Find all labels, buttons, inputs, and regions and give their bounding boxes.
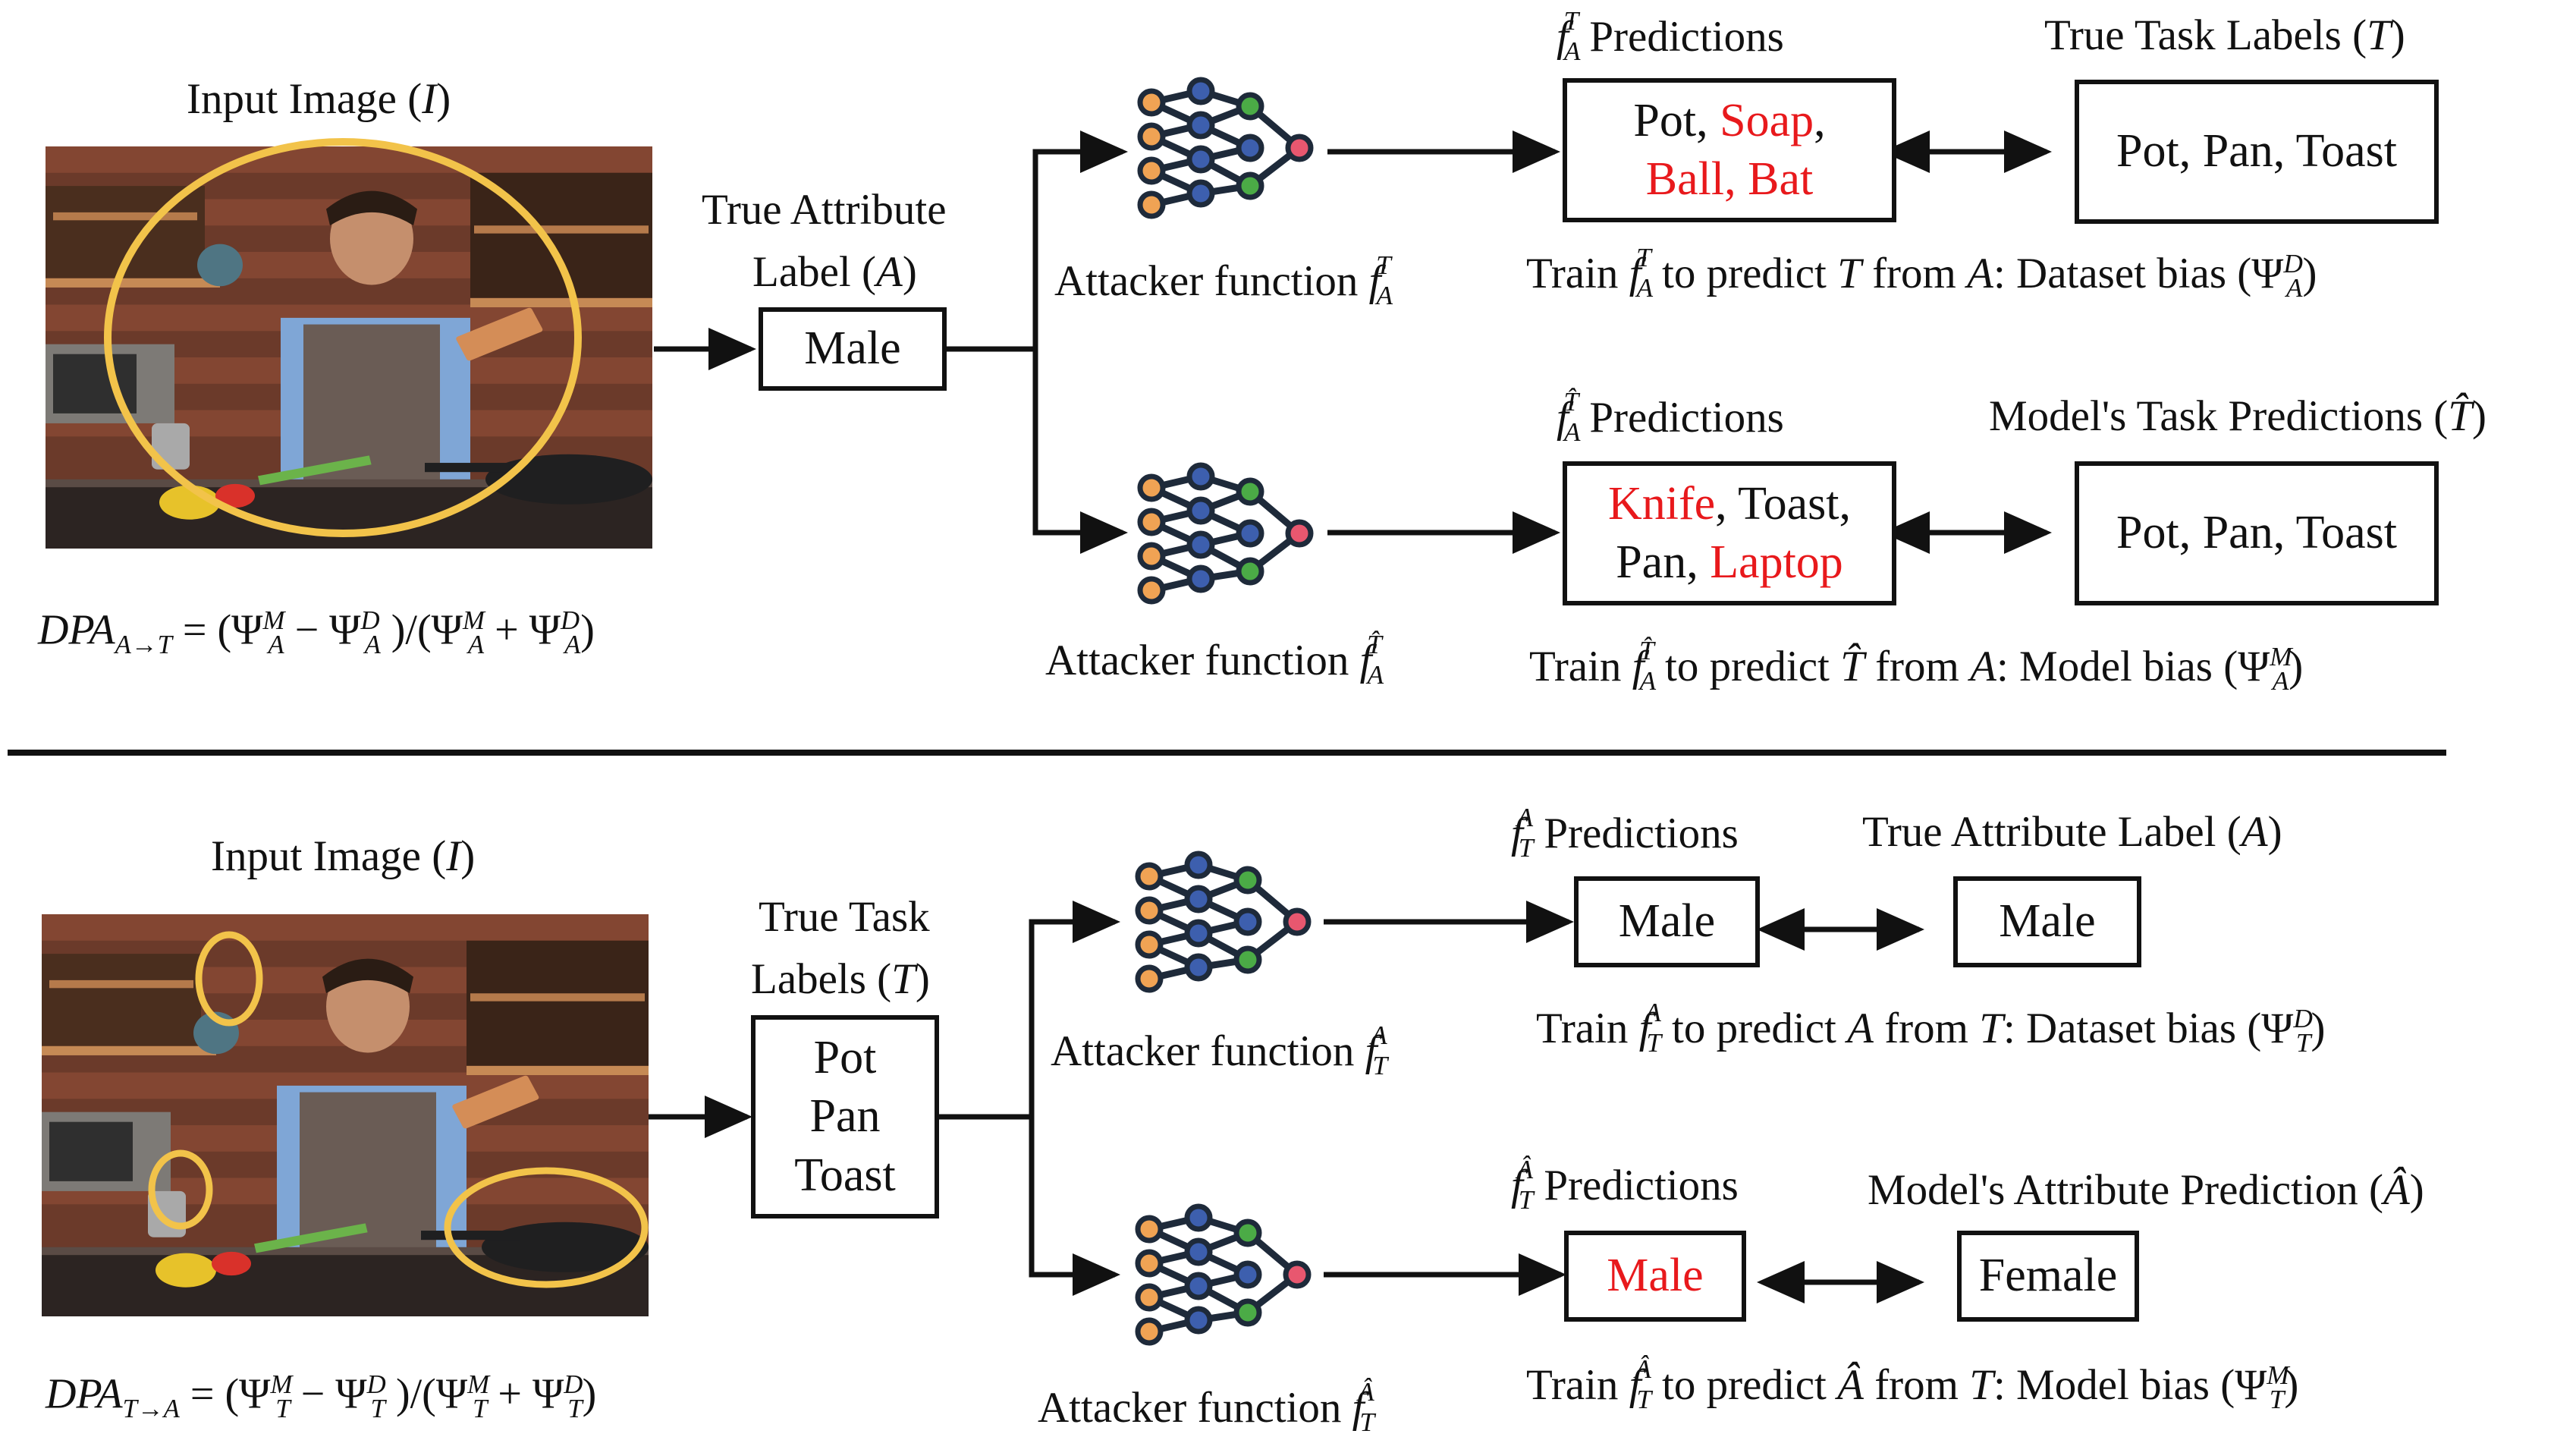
attribute-value-box-top: Male: [759, 307, 947, 391]
true-task-label-line2: Labels (T): [751, 955, 930, 1003]
predictions-box-1: Pot, Soap, Ball, Bat: [1563, 78, 1896, 222]
attention-ellipses-bottom: [148, 931, 649, 1288]
true-attribute-label-line1: True Attribute: [702, 186, 947, 234]
train-dataset-bias-text-top: Train fAT to predict T from A: Dataset b…: [1526, 243, 2317, 303]
section-divider: [8, 750, 2446, 756]
neural-network-icon: [1129, 461, 1326, 605]
input-image-label-bottom: Input Image (I): [211, 832, 476, 880]
predictions-header-4: fTÂ Predictions: [1511, 1155, 1739, 1215]
attacker-function-label-4: Attacker function fTÂ: [1038, 1377, 1375, 1437]
model-task-predictions-box: Pot, Pan, Toast: [2075, 461, 2439, 605]
true-task-labels-box: Pot, Pan, Toast: [2075, 80, 2439, 224]
connector-lines-bottom: [649, 901, 1924, 1303]
attacker-function-label-3: Attacker function fTA: [1051, 1020, 1388, 1081]
predictions-header-1: fAT Predictions: [1557, 6, 1784, 67]
true-attribute-label-line2: Label (A): [752, 248, 917, 296]
true-task-label-line1: True Task: [759, 893, 930, 941]
attacker-function-label-2: Attacker function fAT̂: [1045, 630, 1384, 690]
model-attribute-value-box: Female: [1957, 1231, 2139, 1322]
connector-lines-top: [654, 130, 2052, 554]
attacker-function-label-1: Attacker function fAT: [1054, 250, 1393, 311]
dpa-equation-bottom: DPAT→A = (ΨMT − ΨDT )/(ΨMT + ΨDT): [46, 1369, 597, 1423]
model-attribute-prediction-header: Model's Attribute Prediction (Â): [1868, 1166, 2424, 1214]
neural-network-icon: [1126, 1203, 1324, 1347]
predictions-header-2: fAT̂ Predictions: [1557, 387, 1784, 448]
true-attribute-label-header: True Attribute Label (A): [1862, 808, 2282, 856]
predictions-header-3: fTA Predictions: [1511, 803, 1739, 863]
input-image-label-top: Input Image (I): [187, 75, 451, 123]
attention-ellipse-top: [104, 138, 582, 537]
neural-network-icon: [1129, 76, 1326, 220]
predictions-box-3: Male: [1574, 876, 1760, 967]
dpa-equation-top: DPAA→T = (ΨMA − ΨDA )/(ΨMA + ΨDA): [38, 605, 595, 659]
true-task-labels-header: True Task Labels (T): [2044, 11, 2405, 59]
predictions-box-4: Male: [1564, 1231, 1746, 1322]
true-attribute-value-box: Male: [1953, 876, 2141, 967]
train-model-bias-text-top: Train fAT̂ to predict T̂ from A: Model b…: [1529, 636, 2304, 696]
train-model-bias-text-bottom: Train fTÂ to predict Â from T: Model bia…: [1526, 1354, 2299, 1415]
model-task-predictions-header: Model's Task Predictions (T̂): [1989, 392, 2486, 440]
task-values-box-bottom: Pot Pan Toast: [751, 1015, 939, 1218]
predictions-box-2: Knife, Toast, Pan, Laptop: [1563, 461, 1896, 605]
neural-network-icon: [1126, 850, 1324, 994]
train-dataset-bias-text-bottom: Train fTA to predict A from T: Dataset b…: [1536, 998, 2326, 1058]
